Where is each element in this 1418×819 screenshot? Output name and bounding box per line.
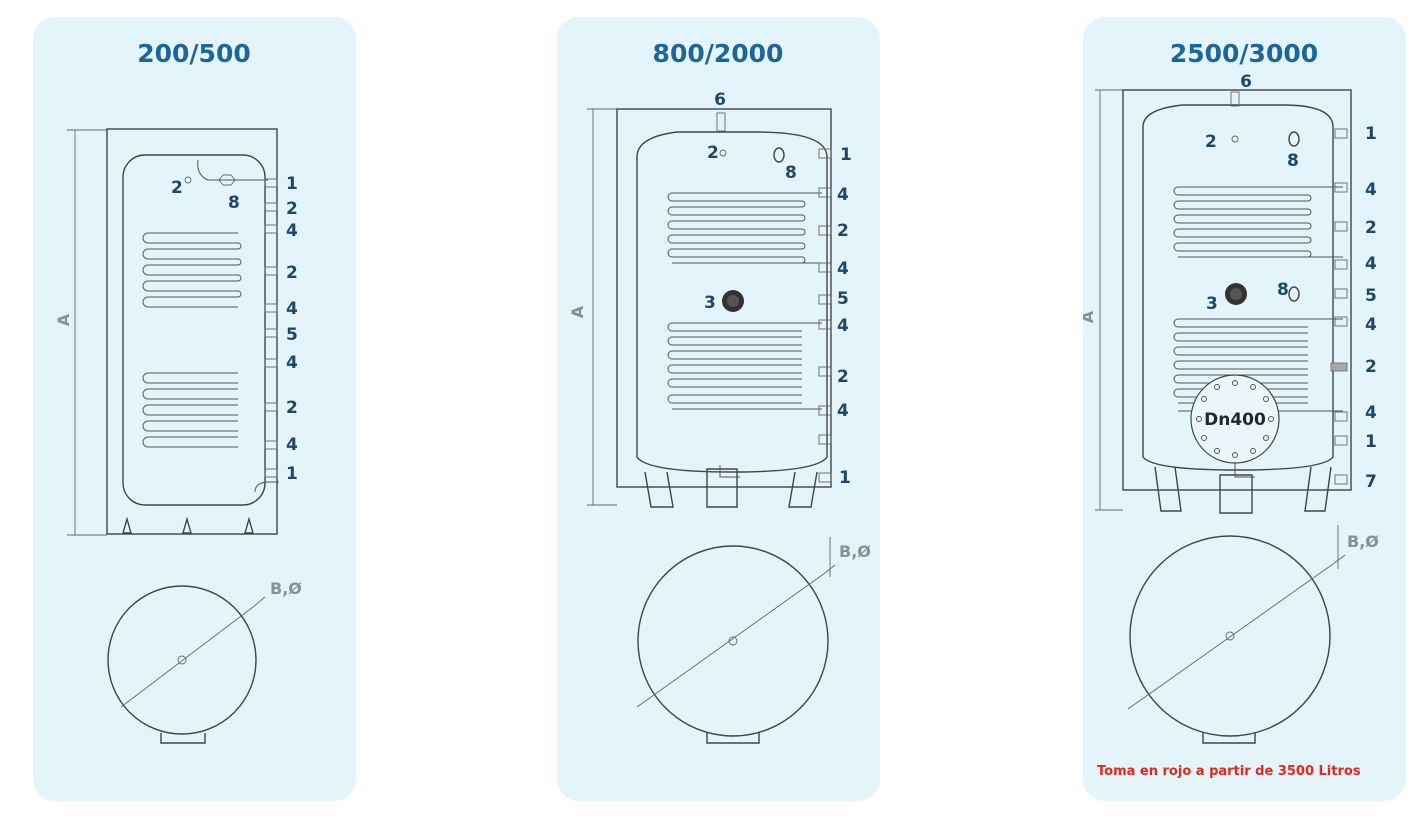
panel-title: 800/2000	[653, 39, 784, 68]
top-connection-label: 6	[714, 90, 726, 110]
connection-label: 4	[286, 435, 298, 455]
red-intake-note: Toma en rojo a partir de 3500 Litros	[1097, 764, 1361, 779]
inner-label: 2	[707, 143, 719, 163]
connection-label: 4	[837, 185, 849, 205]
connection-label: 4	[837, 259, 849, 279]
connection-label: 4	[837, 316, 849, 336]
inner-label: 2	[171, 178, 183, 198]
panel-2500-3000: 2500/3000 6 A	[1083, 17, 1406, 801]
heat-exchanger-coil-upper	[142, 232, 242, 308]
connection-label: 7	[1365, 472, 1377, 492]
height-label: A	[568, 305, 587, 318]
tank-outline	[1122, 89, 1352, 491]
connection-label: 2	[837, 221, 849, 241]
plan-view-circle	[1129, 535, 1331, 737]
top-connection-label: 6	[1240, 72, 1252, 92]
heat-exchanger-coil-upper	[667, 192, 822, 264]
diagram-200-500: 200/500 A	[54, 39, 302, 744]
connection-label: 4	[1365, 254, 1377, 274]
connection-label: 4	[1365, 180, 1377, 200]
height-label: A	[1083, 310, 1097, 323]
connection-label: 2	[286, 199, 298, 219]
connection-label: 4	[286, 299, 298, 319]
connection-label: 4	[1365, 315, 1377, 335]
heat-exchanger-coil-lower	[142, 372, 238, 448]
connection-label: 4	[837, 401, 849, 421]
connection-label: 2	[837, 367, 849, 387]
inner-label: 3	[1206, 294, 1218, 314]
panel-title: 200/500	[137, 39, 251, 68]
diameter-label: B,Ø	[839, 542, 871, 561]
connection-label: 4	[286, 221, 298, 241]
plan-view-circle	[107, 585, 257, 735]
tank-inner	[636, 131, 828, 473]
tank-inner	[122, 154, 266, 506]
diameter-label: B,Ø	[1347, 532, 1379, 551]
connection-label: 4	[286, 353, 298, 373]
heat-exchanger-coil-upper	[1173, 186, 1343, 258]
inner-label: 8	[1277, 280, 1289, 300]
inner-label: 2	[1205, 132, 1217, 152]
connection-label: 2	[286, 398, 298, 418]
diagram-800-2000: 800/2000 6 A	[568, 39, 871, 744]
panel-800-2000: 800/2000 6 A	[557, 17, 880, 801]
connection-label: 1	[839, 468, 851, 488]
connection-label: 2	[286, 263, 298, 283]
diameter-label: B,Ø	[270, 579, 302, 598]
height-label: A	[54, 313, 73, 326]
connection-label: 2	[1365, 357, 1377, 377]
tank-outline	[106, 128, 278, 535]
connection-label: 1	[286, 174, 298, 194]
tank-inner	[1142, 104, 1334, 471]
red-intake-stub	[1330, 362, 1348, 372]
diagram-2500-3000: 2500/3000 6 A	[1083, 39, 1379, 779]
connection-label: 1	[286, 464, 298, 484]
inner-label: 8	[785, 163, 797, 183]
connection-label: 4	[1365, 403, 1377, 423]
connection-label: 5	[837, 289, 849, 309]
inner-label: 8	[1287, 151, 1299, 171]
connection-label: 1	[1365, 124, 1377, 144]
manhole-flange: Dn400	[1190, 374, 1280, 464]
connection-label: 5	[1365, 286, 1377, 306]
panel-title: 2500/3000	[1170, 39, 1318, 68]
connection-label: 2	[1365, 218, 1377, 238]
connection-label: 5	[286, 325, 298, 345]
panel-200-500: 200/500 A	[33, 17, 356, 801]
connection-label: 1	[840, 145, 852, 165]
manhole-label: Dn400	[1204, 410, 1266, 430]
plan-view-circle	[637, 545, 829, 737]
heat-exchanger-coil-lower	[667, 322, 822, 410]
connection-label: 1	[1365, 432, 1377, 452]
inner-label: 8	[228, 193, 240, 213]
inner-label: 3	[704, 293, 716, 313]
